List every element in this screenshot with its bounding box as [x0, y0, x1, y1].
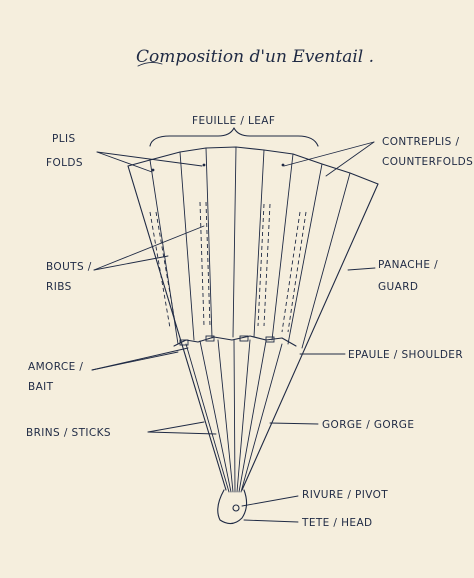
label-guard-fr: PANACHE /	[378, 259, 438, 271]
label-gorge: GORGE / GORGE	[322, 419, 414, 431]
label-leaf: FEUILLE / LEAF	[192, 115, 275, 127]
fan-head	[217, 489, 248, 525]
label-folds-en: FOLDS	[46, 157, 83, 169]
label-sticks: BRINS / STICKS	[26, 427, 111, 439]
sticks	[185, 339, 283, 493]
label-folds-fr: PLIS	[52, 133, 76, 145]
leaf-bottom-edge	[173, 335, 297, 347]
diagram-title: Composition d'un Eventail .	[136, 47, 374, 67]
label-ribs-fr: BOUTS /	[46, 261, 92, 273]
left-guard	[127, 165, 227, 491]
pivot-rivet	[232, 504, 240, 512]
label-guard-en: GUARD	[378, 281, 418, 293]
label-counterfolds-en: COUNTERFOLDS	[382, 156, 473, 168]
label-shoulder: EPAULE / SHOULDER	[348, 349, 463, 361]
title-flourish	[137, 61, 163, 67]
label-head: TETE / HEAD	[301, 517, 373, 529]
label-pivot: RIVURE / PIVOT	[302, 489, 388, 501]
leaf-pleats	[149, 146, 351, 349]
label-bait-en: BAIT	[28, 381, 54, 393]
label-counterfolds-fr: CONTREPLIS /	[382, 136, 459, 148]
fold-marks	[151, 163, 285, 172]
bait-marks	[179, 335, 275, 346]
leaf-bracket	[149, 127, 319, 147]
label-bait-fr: AMORCE /	[28, 361, 83, 373]
leader-lines	[91, 141, 376, 523]
ribs-dashed	[149, 201, 307, 333]
label-ribs-en: RIBS	[46, 281, 72, 293]
right-guard	[241, 183, 379, 491]
